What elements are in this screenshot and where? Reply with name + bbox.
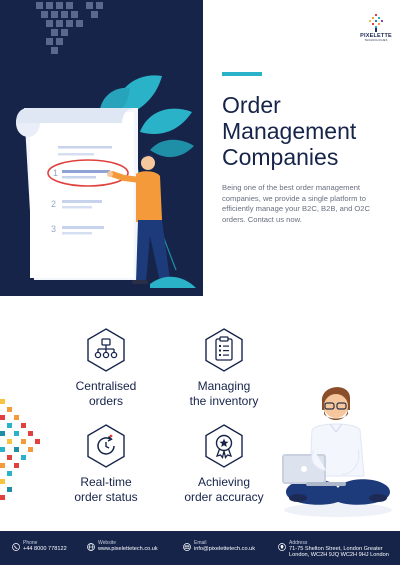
footer-address-label: Address [289,540,308,546]
footer-website-label: Website [98,540,116,546]
checklist-illustration: 1 2 3 [16,2,196,288]
footer-address: Address 71-75 Shelton Street, London Gre… [278,540,389,559]
logo-mark-icon [369,14,383,32]
footer-website-value[interactable]: www.pixelettetech.co.uk [98,546,158,552]
footer-address-line-2: London, WC2H 9JQ WC2H 9HJ London [289,552,389,559]
footer-phone[interactable]: Phone +44 8000 778122 [12,540,67,552]
brand-tagline: TECHNOLOGIES [364,39,388,42]
footer-phone-value[interactable]: +44 8000 778122 [23,546,67,552]
phone-icon [12,543,20,551]
paper-scroll: 1 2 3 [16,108,138,280]
title-line-2: Management [222,118,357,144]
feature-label: Real-time order status [74,475,138,504]
footer-address-line-1: 71-75 Shelton Street, London Greater [289,546,383,552]
mail-icon [183,543,191,551]
feature-label: Achieving order accuracy [184,475,264,504]
footer-phone-label: Phone [23,540,38,546]
hero-panel: 1 2 3 [0,0,203,296]
feature-label: Managing the inventory [189,379,259,408]
flow-chart-icon [87,328,125,372]
intro-paragraph: Being one of the best order management c… [222,183,371,224]
pixel-pattern-decoration [36,2,103,54]
step-number-1: 1 [53,168,58,178]
footer-email-value[interactable]: info@pixelettetech.co.uk [194,546,256,552]
accent-bar [222,72,262,76]
feature-centralised-orders: Centralised orders [56,327,156,409]
person-with-laptop-illustration [282,387,392,517]
clipboard-checklist-icon [205,328,243,372]
footer-website[interactable]: Website www.pixelettetech.co.uk [87,540,158,552]
title-line-1: Order [222,92,281,118]
title-line-3: Companies [222,144,339,170]
bush-decoration [150,276,196,288]
footer-email-label: Email [194,540,207,546]
feature-order-accuracy: Achieving order accuracy [174,423,274,505]
award-badge-icon [205,424,243,468]
refresh-clock-icon [87,424,125,468]
feature-real-time-status: Real-time order status [56,423,156,505]
footer-contact-bar: Phone +44 8000 778122 Website www.pixele… [0,531,400,565]
location-icon [278,543,286,551]
feature-managing-inventory: Managing the inventory [174,327,274,409]
step-number-3: 3 [51,224,56,234]
brand-logo[interactable]: PIXELETTE TECHNOLOGIES [356,14,396,42]
person-pointing-illustration [107,154,174,284]
step-number-2: 2 [51,199,56,209]
globe-icon [87,543,95,551]
pixel-arrow-decoration [0,399,40,500]
page-title: Order Management Companies [222,92,392,170]
footer-email[interactable]: Email info@pixelettetech.co.uk [183,540,255,552]
brand-name: PIXELETTE [360,33,392,39]
feature-label: Centralised orders [75,379,137,408]
